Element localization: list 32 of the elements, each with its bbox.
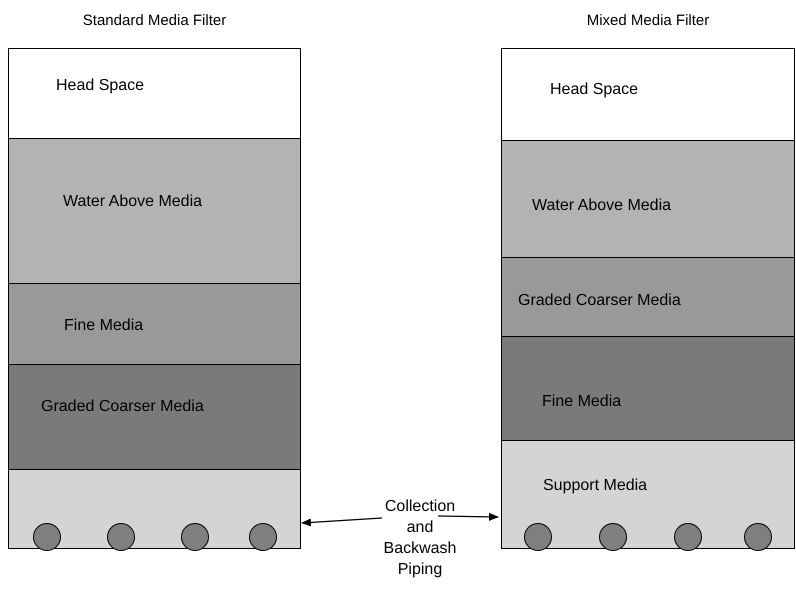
media-layer	[501, 336, 795, 441]
media-layer	[8, 138, 301, 284]
pipe-circle	[744, 523, 772, 551]
layer-label: Water Above Media	[532, 197, 672, 215]
pipe-circle	[249, 523, 277, 551]
filter-heading: Standard Media Filter	[82, 12, 228, 29]
media-layer	[501, 257, 795, 337]
media-layer	[8, 283, 301, 365]
layer-label: Support Media	[543, 477, 648, 495]
arrow	[301, 517, 382, 526]
pipe-circle	[524, 523, 552, 551]
pipe-circle	[33, 523, 61, 551]
arrow	[438, 512, 499, 521]
layer-label: Graded Coarser Media	[518, 292, 681, 310]
underdrain-layer	[8, 469, 301, 549]
media-layer	[8, 48, 301, 139]
media-layer	[8, 364, 301, 470]
pipe-circle	[674, 523, 702, 551]
layer-label: Fine Media	[542, 393, 622, 411]
piping-label: Collection and Backwash Piping	[382, 497, 458, 580]
media-layer	[501, 48, 795, 141]
layer-label: Fine Media	[64, 317, 144, 335]
layer-label: Water Above Media	[63, 193, 202, 211]
pipe-circle	[181, 523, 209, 551]
media-layer	[501, 440, 795, 549]
layer-label: Head Space	[550, 81, 638, 99]
pipe-circle	[107, 523, 135, 551]
pipe-circle	[599, 523, 627, 551]
media-layer	[501, 140, 795, 258]
layer-label: Graded Coarser Media	[41, 398, 204, 416]
layer-label: Head Space	[56, 77, 144, 95]
filter-heading: Mixed Media Filter	[586, 12, 710, 29]
